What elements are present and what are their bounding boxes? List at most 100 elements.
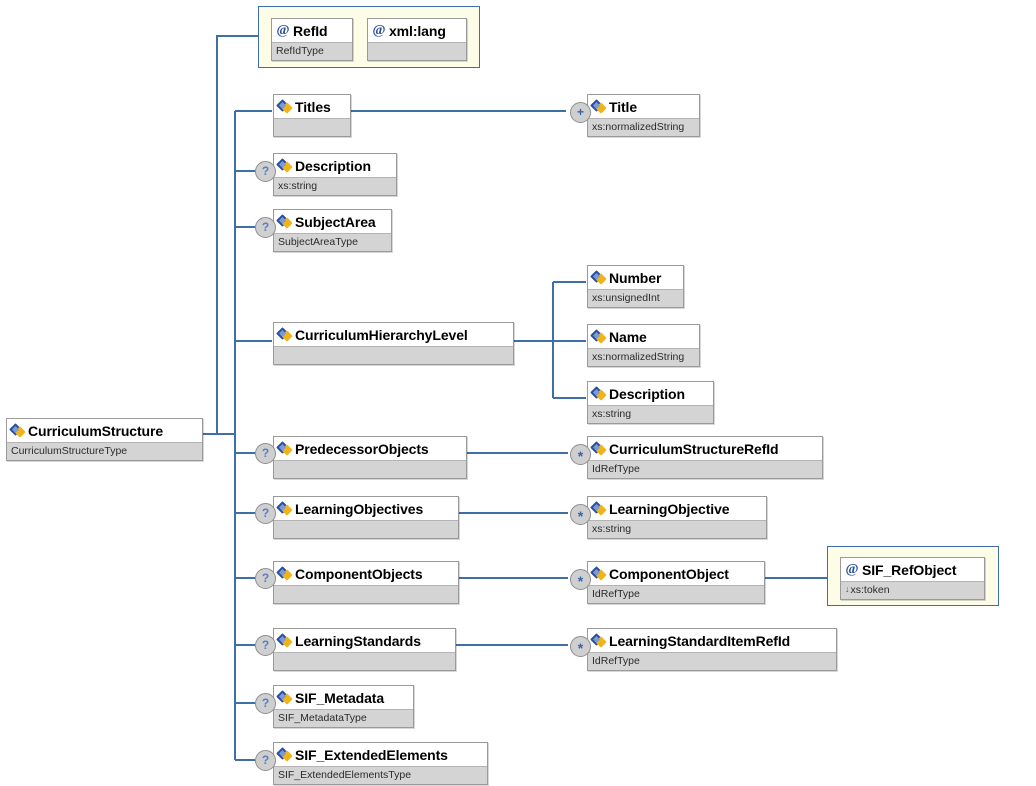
node-type: xs:string [274, 177, 396, 195]
node-type: SIF_ExtendedElementsType [274, 766, 487, 784]
node-curriculum-hierarchy-level[interactable]: CurriculumHierarchyLevel [273, 322, 514, 365]
element-icon [590, 440, 607, 456]
occurrence-marker-plus: + [570, 102, 591, 123]
node-type: IdRefType [588, 460, 822, 478]
element-icon [276, 500, 293, 516]
node-name: Name [609, 328, 647, 345]
element-icon [276, 157, 293, 173]
node-type [274, 346, 513, 364]
element-icon [590, 269, 607, 285]
node-header: Name [588, 325, 699, 348]
node-sif-refobject[interactable]: @ SIF_RefObject ↓xs:token [840, 557, 985, 600]
occurrence-marker-repeat: * [570, 504, 591, 525]
node-header: SubjectArea [274, 210, 391, 233]
node-description-hierarchy[interactable]: Description xs:string [587, 381, 714, 424]
node-type: SIF_MetadataType [274, 709, 413, 727]
node-name: SIF_Metadata [295, 689, 385, 706]
node-name: LearningStandards [295, 632, 421, 649]
node-name: ComponentObjects [295, 565, 423, 582]
node-name: Title [609, 98, 638, 115]
node-header: LearningObjective [588, 497, 766, 520]
node-header: LearningObjectives [274, 497, 458, 520]
node-description[interactable]: Description xs:string [273, 153, 397, 196]
node-type: xs:normalizedString [588, 118, 699, 136]
node-sif-metadata[interactable]: SIF_Metadata SIF_MetadataType [273, 685, 414, 728]
node-type: xs:unsignedInt [588, 289, 683, 307]
node-type: xs:normalizedString [588, 348, 699, 366]
node-learning-objective[interactable]: LearningObjective xs:string [587, 496, 767, 539]
node-title[interactable]: Title xs:normalizedString [587, 94, 700, 137]
occurrence-marker-optional: ? [255, 635, 276, 656]
node-learning-standards[interactable]: LearningStandards [273, 628, 456, 671]
node-header: ComponentObjects [274, 562, 458, 585]
down-arrow-icon: ↓ [845, 584, 850, 594]
element-icon [276, 746, 293, 762]
occurrence-marker-optional: ? [255, 693, 276, 714]
node-type-text: xs:token [850, 584, 890, 596]
node-header: CurriculumHierarchyLevel [274, 323, 513, 346]
node-type [368, 42, 466, 60]
occurrence-marker-repeat: * [570, 569, 591, 590]
element-icon [276, 565, 293, 581]
node-name-element[interactable]: Name xs:normalizedString [587, 324, 700, 367]
occurrence-marker-optional: ? [255, 503, 276, 524]
node-curriculum-structure[interactable]: CurriculumStructure CurriculumStructureT… [6, 418, 203, 461]
element-icon [590, 500, 607, 516]
node-type [274, 460, 466, 478]
node-component-objects[interactable]: ComponentObjects [273, 561, 459, 604]
element-icon [590, 98, 607, 114]
node-sif-extended-elements[interactable]: SIF_ExtendedElements SIF_ExtendedElement… [273, 742, 488, 785]
occurrence-marker-optional: ? [255, 161, 276, 182]
occurrence-marker-optional: ? [255, 568, 276, 589]
node-type: ↓xs:token [841, 581, 984, 599]
occurrence-marker-optional: ? [255, 217, 276, 238]
node-name: Titles [295, 98, 331, 115]
node-name: Description [295, 157, 371, 174]
node-predecessor-objects[interactable]: PredecessorObjects [273, 436, 467, 479]
element-icon [276, 689, 293, 705]
node-name: ComponentObject [609, 565, 729, 582]
node-header: LearningStandardItemRefId [588, 629, 836, 652]
element-icon [276, 440, 293, 456]
element-icon [276, 326, 293, 342]
node-header: CurriculumStructure [7, 419, 202, 442]
node-header: LearningStandards [274, 629, 455, 652]
node-subject-area[interactable]: SubjectArea SubjectAreaType [273, 209, 392, 252]
element-icon [276, 98, 293, 114]
node-name: RefId [293, 22, 328, 39]
node-curriculum-structure-refid[interactable]: CurriculumStructureRefId IdRefType [587, 436, 823, 479]
node-name: SubjectArea [295, 213, 376, 230]
node-header: @ SIF_RefObject [841, 558, 984, 581]
node-type: xs:string [588, 405, 713, 423]
element-icon [9, 422, 26, 438]
node-header: @ xml:lang [368, 19, 466, 42]
node-name: CurriculumStructure [28, 422, 164, 439]
attribute-group-root: @ RefId RefIdType @ xml:lang [258, 6, 480, 68]
node-number[interactable]: Number xs:unsignedInt [587, 265, 684, 308]
element-icon [276, 632, 293, 648]
node-titles[interactable]: Titles [273, 94, 351, 137]
node-name: PredecessorObjects [295, 440, 429, 457]
node-type [274, 118, 350, 136]
node-name: SIF_ExtendedElements [295, 746, 448, 763]
node-header: PredecessorObjects [274, 437, 466, 460]
element-icon [590, 565, 607, 581]
node-header: SIF_Metadata [274, 686, 413, 709]
node-name: CurriculumHierarchyLevel [295, 326, 468, 343]
occurrence-marker-repeat: * [570, 636, 591, 657]
node-header: SIF_ExtendedElements [274, 743, 487, 766]
node-name: LearningStandardItemRefId [609, 632, 791, 649]
node-learning-objectives[interactable]: LearningObjectives [273, 496, 459, 539]
node-header: ComponentObject [588, 562, 764, 585]
element-icon [276, 213, 293, 229]
node-refid[interactable]: @ RefId RefIdType [271, 18, 353, 61]
node-component-object[interactable]: ComponentObject IdRefType [587, 561, 765, 604]
node-learning-standard-item-refid[interactable]: LearningStandardItemRefId IdRefType [587, 628, 837, 671]
node-header: @ RefId [272, 19, 352, 42]
node-xml-lang[interactable]: @ xml:lang [367, 18, 467, 61]
node-type: CurriculumStructureType [7, 442, 202, 460]
node-type: IdRefType [588, 652, 836, 670]
attribute-icon: @ [276, 22, 290, 38]
occurrence-marker-repeat: * [570, 444, 591, 465]
